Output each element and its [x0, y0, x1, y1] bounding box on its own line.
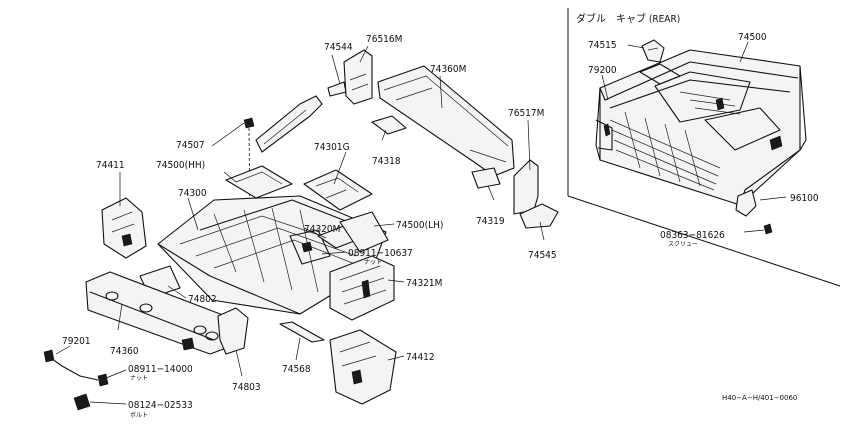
label-79201: 79201	[62, 336, 91, 347]
label-76516M: 76516M	[366, 34, 402, 45]
label-74321M: 74321M	[406, 278, 442, 289]
bracket-74803-drawing	[217, 307, 249, 355]
label-76517M: 76517M	[508, 108, 544, 119]
panel-74412-drawing	[329, 329, 397, 405]
label-74300: 74300	[178, 188, 207, 199]
panel-74321M-drawing	[329, 255, 395, 321]
label-08363-sub: スクリュー	[668, 241, 698, 248]
rail-74360M-drawing	[377, 65, 515, 177]
inset-frame-bottom	[567, 195, 841, 287]
label-74544: 74544	[324, 42, 353, 53]
bracket-74545-drawing	[519, 203, 559, 229]
label-96100: 96100	[790, 193, 819, 204]
panel-74301G-drawing	[303, 169, 373, 211]
label-74568: 74568	[282, 364, 311, 375]
label-74320M: 74320M	[304, 224, 340, 235]
label-08911-14000-sub: ナット	[130, 375, 148, 382]
inset-double-cab-rear: ダブル キャブ (REAR)	[567, 8, 841, 287]
label-08124-02533-sub: ボルト	[130, 411, 148, 419]
label-74500: 74500	[738, 32, 767, 43]
reference-code: H40−A−H/401−0060	[722, 394, 797, 402]
label-74319: 74319	[476, 216, 505, 227]
bracket-96100-drawing	[735, 189, 757, 217]
label-74802: 74802	[188, 294, 217, 305]
label-08363-81626: 08363−81626	[660, 230, 725, 241]
strip-74568-drawing	[279, 321, 325, 343]
label-74507: 74507	[176, 140, 205, 151]
label-74411: 74411	[96, 160, 125, 171]
bolt-08124-drawing	[73, 393, 91, 411]
pillar-76517M-drawing	[513, 159, 539, 215]
label-08911-10637-sub: ナット	[364, 259, 382, 266]
label-74515: 74515	[588, 40, 617, 51]
inset-title: ダブル キャブ (REAR)	[576, 12, 680, 25]
label-74803: 74803	[232, 382, 261, 393]
label-74500LH: 74500(LH)	[396, 220, 443, 231]
rear-floor-pan-drawing	[595, 49, 807, 206]
label-08911-10637: 08911−10637	[348, 248, 413, 259]
tray-74500LH-drawing	[339, 211, 389, 253]
label-74500HH: 74500(HH)	[156, 160, 205, 171]
label-74360: 74360	[110, 346, 139, 357]
harness-79201-drawing	[47, 355, 99, 381]
label-79200: 79200	[588, 65, 617, 76]
bracket-74318-drawing	[371, 115, 407, 135]
label-74301G: 74301G	[314, 142, 350, 153]
main-floor-assembly: 74544 76516M 74360M 76517M 74507 74301G …	[43, 34, 559, 419]
bracket-74515-drawing	[641, 39, 665, 63]
label-74545: 74545	[528, 250, 557, 261]
bracket-74319-drawing	[471, 167, 501, 189]
bracket-74544-drawing	[327, 81, 347, 97]
tray-74500HH-drawing	[225, 165, 293, 199]
label-74360M: 74360M	[430, 64, 466, 75]
label-08911-14000: 08911−14000	[128, 364, 193, 375]
label-74412: 74412	[406, 352, 435, 363]
bolt-74507-drawing	[243, 117, 255, 129]
screw-08363-drawing	[763, 223, 773, 235]
cross-member-74360-drawing	[85, 271, 237, 355]
label-74318: 74318	[372, 156, 401, 167]
label-08124-02533: 08124−02533	[128, 400, 193, 411]
